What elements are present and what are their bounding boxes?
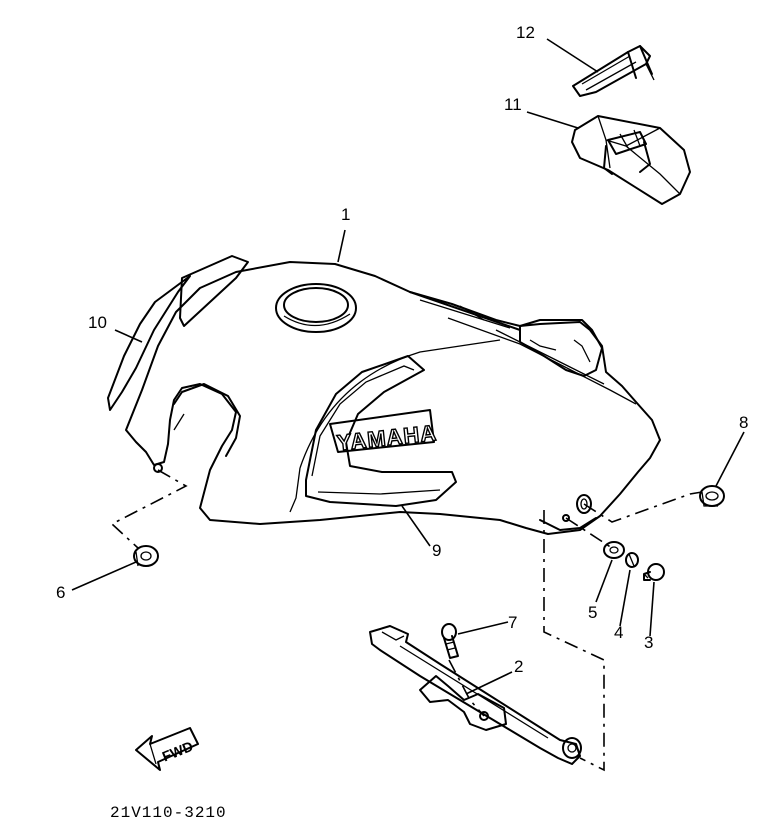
bolt-part-7 <box>441 623 459 659</box>
drawing-code: 21V110-3210 <box>110 804 227 822</box>
callout-2: 2 <box>514 657 523 676</box>
bolt-part-3 <box>643 563 665 581</box>
yamaha-emblem: YAMAHA <box>336 420 439 455</box>
callout-9: 9 <box>432 541 441 560</box>
damper-part-8 <box>699 485 725 507</box>
assembly-lines <box>110 469 703 772</box>
callout-10: 10 <box>88 313 107 332</box>
callout-3: 3 <box>644 633 653 652</box>
lock-washer-part-4 <box>625 552 639 568</box>
callout-4: 4 <box>614 623 623 642</box>
callout-7: 7 <box>508 613 517 632</box>
leader-lines <box>71 38 745 695</box>
washer-part-5 <box>603 541 625 559</box>
side-decal-part-10 <box>107 255 249 411</box>
fwd-label: FWD <box>160 738 196 765</box>
strap-part-12 <box>572 45 655 97</box>
callout-5: 5 <box>588 603 597 622</box>
bracket-part-2 <box>369 625 582 765</box>
grommet-part-6 <box>133 545 159 567</box>
tool-bag-part-11 <box>571 115 691 205</box>
forward-direction-arrow: FWD <box>135 727 199 771</box>
callout-6: 6 <box>56 583 65 602</box>
callout-1: 1 <box>341 205 350 224</box>
callout-11: 11 <box>504 95 522 114</box>
fuel-tank-part-1: YAMAHA <box>125 261 661 535</box>
callout-8: 8 <box>739 413 748 432</box>
callout-12: 12 <box>516 23 535 42</box>
